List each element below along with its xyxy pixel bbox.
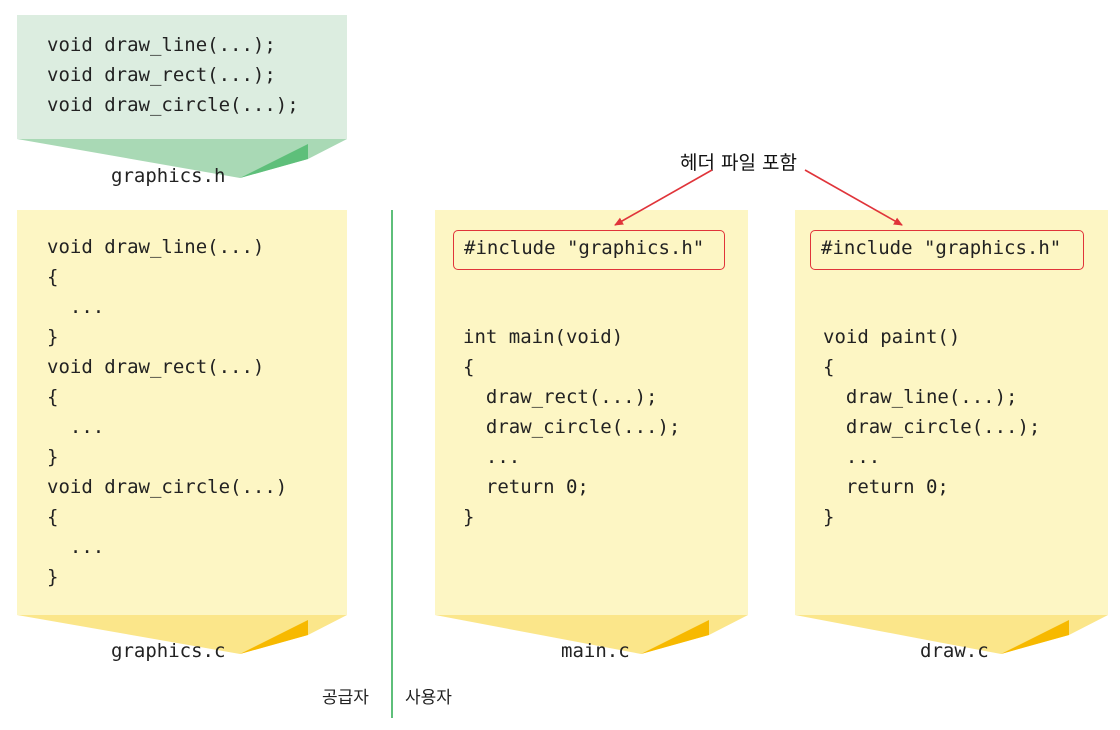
main-file-note-body: [435, 210, 748, 615]
header-file-note: void draw_line(...); void draw_rect(...)…: [17, 15, 347, 190]
draw-include-box: #include "graphics.h": [810, 230, 1084, 270]
draw-file-note-body: [795, 210, 1108, 615]
include-callout-label: 헤더 파일 포함: [680, 152, 797, 174]
user-label: 사용자: [405, 688, 452, 708]
impl-file-name: graphics.c: [111, 640, 226, 662]
arrow-to-draw-include: [804, 169, 903, 226]
main-file-code: int main(void) { draw_rect(...); draw_ci…: [463, 326, 681, 528]
supplier-label: 공급자: [322, 688, 369, 708]
header-file-note-tail: [17, 139, 347, 178]
header-file-note-body: [17, 15, 347, 139]
draw-include-text: #include "graphics.h": [821, 237, 1062, 259]
draw-file-code: void paint() { draw_line(...); draw_circ…: [823, 326, 1041, 528]
role-divider: [391, 210, 393, 718]
impl-file-code: void draw_line(...) { ... } void draw_re…: [47, 236, 288, 588]
header-file-code: void draw_line(...); void draw_rect(...)…: [47, 34, 299, 116]
draw-file-note-tail: [795, 615, 1108, 654]
impl-file-note-tail: [17, 615, 347, 654]
draw-file-name: draw.c: [920, 640, 989, 662]
draw-file-note: #include "graphics.h" void paint() { dra…: [795, 210, 1108, 670]
impl-file-note-body: [17, 210, 347, 615]
header-file-name: graphics.h: [111, 165, 226, 187]
main-file-name: main.c: [561, 640, 630, 662]
impl-file-note: void draw_line(...) { ... } void draw_re…: [17, 210, 347, 670]
main-file-note: #include "graphics.h" int main(void) { d…: [435, 210, 748, 670]
main-file-note-tail: [435, 615, 748, 654]
main-include-box: #include "graphics.h": [453, 230, 725, 270]
arrow-to-main-include: [614, 169, 713, 226]
main-include-text: #include "graphics.h": [464, 237, 705, 259]
